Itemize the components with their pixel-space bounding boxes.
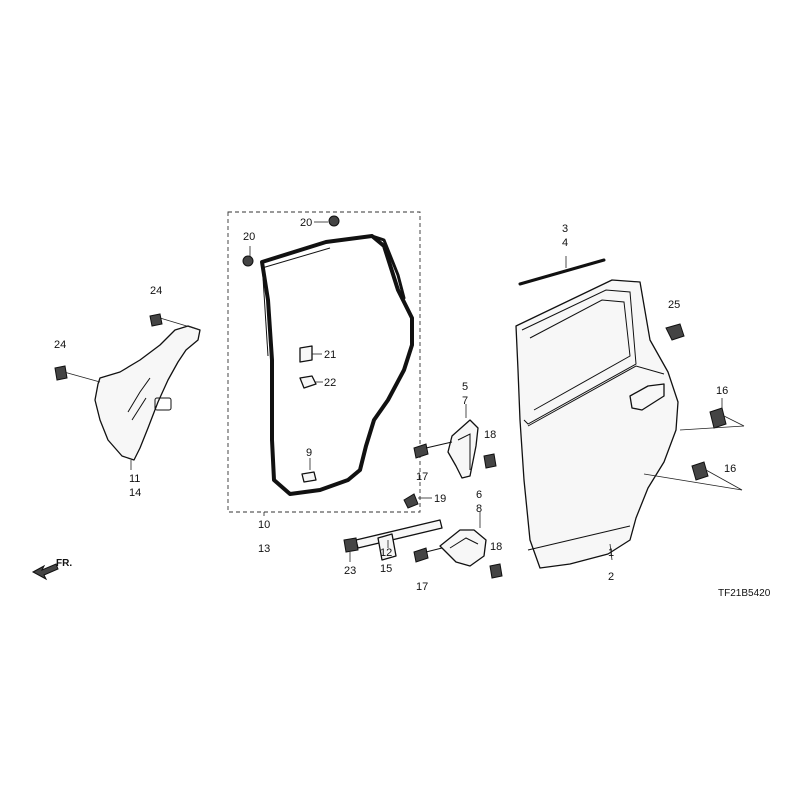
callout-23: 23 [344, 565, 356, 577]
front-indicator-label: FR. [56, 558, 72, 569]
bolt-17-lower [413, 547, 443, 563]
callout-9: 9 [306, 447, 312, 459]
callout-19: 19 [434, 493, 446, 505]
callout-20-upper: 20 [300, 217, 312, 229]
bolt-18-upper [483, 453, 497, 469]
callout-10: 10 [258, 519, 270, 531]
callout-14: 14 [129, 487, 141, 499]
door-molding [518, 256, 606, 286]
callout-22: 22 [324, 377, 336, 389]
door-protector [63, 317, 201, 461]
clip-20-upper [328, 215, 340, 227]
callout-20-left: 20 [243, 231, 255, 243]
stopper-16-upper [709, 398, 745, 429]
clip-24-upper [149, 313, 163, 327]
callout-24-upper: 24 [150, 285, 162, 297]
callout-15: 15 [380, 563, 392, 575]
lower-hinge [439, 512, 487, 567]
callout-11: 11 [129, 473, 140, 485]
callout-17-lower: 17 [416, 581, 428, 593]
plug-25 [665, 323, 685, 341]
clip-9 [301, 458, 317, 483]
callout-6: 6 [476, 489, 482, 501]
front-arrow-icon [31, 563, 59, 581]
bolt-18-lower [489, 563, 503, 579]
callout-7: 7 [462, 395, 468, 407]
drawing-code: TF21B5420 [718, 588, 771, 599]
callout-18-lower: 18 [490, 541, 502, 553]
callout-1: 1 [608, 547, 614, 559]
callout-24-lower: 24 [54, 339, 66, 351]
weatherstrip-group-box [227, 211, 421, 513]
upper-hinge [447, 404, 479, 479]
callout-5: 5 [462, 381, 468, 393]
callout-12: 12 [380, 547, 392, 559]
bolt-17-upper [413, 441, 453, 459]
callout-3: 3 [562, 223, 568, 235]
clip-22 [299, 375, 323, 389]
callout-21: 21 [324, 349, 336, 361]
door-checker [355, 519, 443, 561]
callout-2: 2 [608, 571, 614, 583]
callout-13: 13 [258, 543, 270, 555]
door-panel [515, 279, 679, 569]
callout-8: 8 [476, 503, 482, 515]
bolt-23 [343, 537, 359, 562]
callout-18-upper: 18 [484, 429, 496, 441]
stopper-16-lower [643, 425, 745, 491]
callout-4: 4 [562, 237, 568, 249]
callout-16-lower: 16 [724, 463, 736, 475]
door-weatherstrip [260, 234, 414, 496]
callout-25: 25 [668, 299, 680, 311]
clip-20-left [242, 255, 254, 267]
callout-16-upper: 16 [716, 385, 728, 397]
clip-21 [299, 345, 322, 363]
callout-17-upper: 17 [416, 471, 428, 483]
clip-24-lower [54, 365, 68, 381]
bolt-19 [403, 493, 432, 509]
